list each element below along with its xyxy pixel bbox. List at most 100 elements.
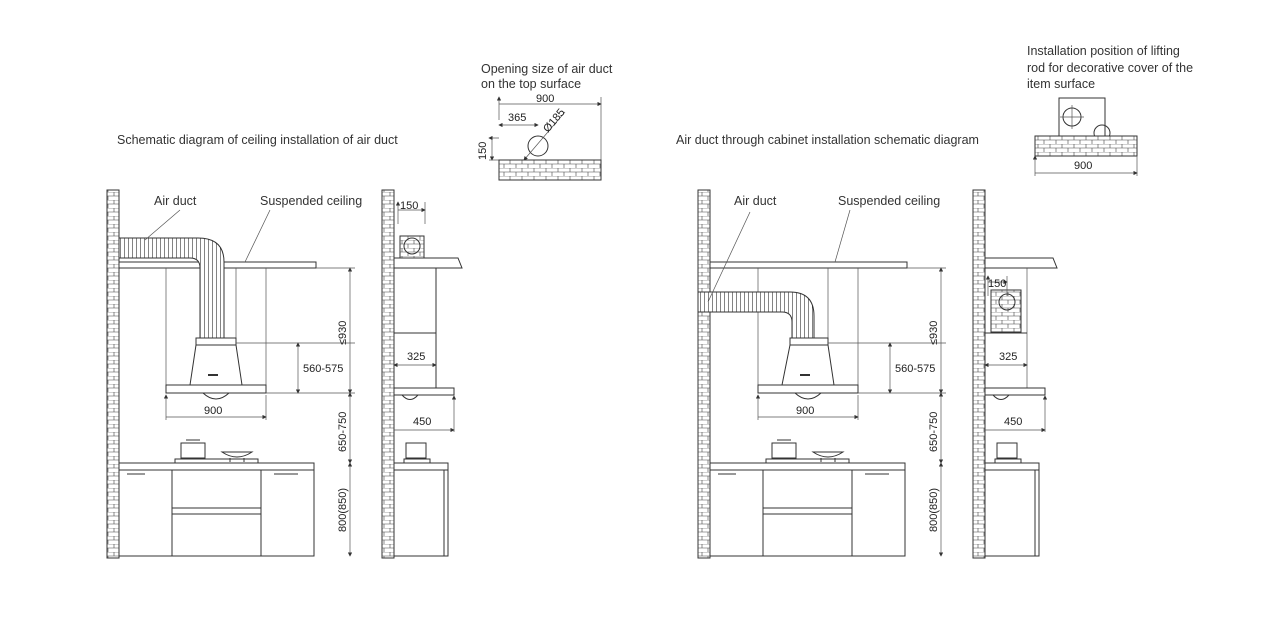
- left-dim-930: ≤930: [337, 321, 349, 345]
- top-opening-dim-150-line: [489, 138, 499, 160]
- top-opening-dim-185: Ø185: [541, 107, 567, 135]
- left-side-ceiling: [394, 257, 463, 269]
- lifting-rod-crosshair: [1060, 105, 1084, 129]
- left-side-wall: [381, 189, 395, 559]
- right-side-pot: [994, 442, 1022, 464]
- left-hood-chimney: [189, 337, 243, 386]
- right-cabinet: [709, 462, 906, 557]
- right-side-view: 150 325 450: [972, 189, 1058, 559]
- right-cooktop: [765, 458, 850, 464]
- top-opening-dim-900: 900: [536, 93, 554, 105]
- left-ceiling-leader: [244, 209, 271, 263]
- left-dim-800: 800(850): [337, 488, 349, 532]
- right-dim-560: 560-575: [895, 363, 935, 375]
- top-opening-hole: [527, 135, 549, 157]
- left-side-cabinet-door: [394, 469, 448, 556]
- left-side-dim-450: 450: [413, 416, 431, 428]
- left-diagram: Schematic diagram of ceiling installatio…: [106, 133, 398, 559]
- right-side-dim-450-line: [985, 396, 1045, 432]
- right-side-dim-450: 450: [1004, 416, 1022, 428]
- top-opening-title-line1: Opening size of air duct: [481, 62, 613, 76]
- right-wall: [697, 189, 711, 559]
- right-side-duct: [990, 289, 1022, 333]
- right-hood-lamp: [794, 392, 822, 400]
- top-opening-dim-365: 365: [508, 112, 526, 124]
- left-side-pot: [403, 442, 431, 464]
- right-dim-800: 800(850): [928, 488, 940, 532]
- top-opening-dim-185-line: [523, 111, 566, 161]
- right-dim-930: ≤930: [928, 321, 940, 345]
- top-opening-diagram: Opening size of air duct on the top surf…: [477, 62, 613, 181]
- top-opening-title-line2: on the top surface: [481, 77, 581, 91]
- left-dim-900-line: [166, 395, 266, 420]
- right-dim-900-line: [758, 395, 858, 420]
- left-dim-650: 650-750: [337, 412, 349, 452]
- left-cabinet-doors: [119, 469, 314, 556]
- lifting-rod-diagram: Installation position of lifting rod for…: [1027, 44, 1193, 176]
- left-hood-lamp: [202, 392, 230, 400]
- right-air-duct-label: Air duct: [734, 194, 777, 208]
- left-cabinet: [118, 462, 315, 557]
- right-hood-chimney: [781, 337, 835, 386]
- left-dim-900: 900: [204, 405, 222, 417]
- left-cooktop: [174, 458, 259, 464]
- left-air-duct-label: Air duct: [154, 194, 197, 208]
- right-pot: [771, 439, 797, 459]
- left-caption: Schematic diagram of ceiling installatio…: [117, 133, 398, 147]
- right-diagram: Air duct through cabinet installation sc…: [676, 133, 979, 559]
- lifting-rod-dim-900-line: [1035, 156, 1137, 176]
- right-caption: Air duct through cabinet installation sc…: [676, 133, 979, 147]
- left-side-hood: [394, 268, 455, 396]
- right-ceiling-leader: [834, 209, 851, 263]
- right-side-wall: [972, 189, 986, 559]
- right-ceiling-label: Suspended ceiling: [838, 194, 940, 208]
- left-dim-560: 560-575: [303, 363, 343, 375]
- right-side-lamp: [992, 394, 1010, 400]
- left-side-dim-450-line: [394, 396, 454, 432]
- left-side-view: 150 325 450: [381, 189, 463, 559]
- top-opening-dim-150: 150: [477, 142, 489, 160]
- right-housing: [757, 268, 859, 385]
- right-side-ceiling: [985, 257, 1058, 269]
- right-air-duct: [697, 291, 815, 339]
- right-side-hood: [985, 332, 1046, 396]
- lifting-rod-slab: [1034, 135, 1138, 157]
- right-cabinet-doors: [710, 469, 905, 556]
- right-side-cabinet: [984, 462, 1040, 557]
- right-ceiling: [710, 261, 908, 269]
- right-side-dim-325: 325: [999, 351, 1017, 363]
- right-side-dim-150: 150: [988, 278, 1006, 290]
- left-side-dim-150-line: [398, 202, 425, 224]
- left-air-duct-leader: [144, 209, 181, 241]
- left-hood-body: [165, 384, 267, 394]
- left-ceiling-label: Suspended ceiling: [260, 194, 362, 208]
- right-air-duct-leader: [707, 211, 751, 303]
- right-hood-logo: [800, 374, 810, 376]
- left-side-lamp: [401, 394, 419, 400]
- left-wall: [106, 189, 120, 559]
- right-side-dim-150-line: [988, 276, 1007, 296]
- left-housing: [165, 268, 267, 385]
- left-wok: [220, 451, 254, 462]
- left-side-duct-circle: [403, 237, 421, 255]
- lifting-rod-title-line1: Installation position of lifting: [1027, 44, 1180, 58]
- lifting-rod-title-line2: rod for decorative cover of the: [1027, 61, 1193, 75]
- right-dim-650: 650-750: [928, 412, 940, 452]
- left-side-duct: [399, 235, 425, 259]
- left-hood-logo: [208, 374, 218, 376]
- lifting-rod-title-line3: item surface: [1027, 77, 1095, 91]
- left-pot: [180, 439, 206, 459]
- right-dim-900: 900: [796, 405, 814, 417]
- lifting-rod-dim-900: 900: [1074, 160, 1092, 172]
- left-air-duct: [118, 237, 225, 339]
- top-opening-ceiling-slab: [498, 159, 602, 181]
- right-wok: [811, 451, 845, 462]
- right-hood-body: [757, 384, 859, 394]
- top-opening-dim-900-line: [499, 97, 601, 160]
- right-side-cabinet-door: [985, 469, 1039, 556]
- left-side-dim-150: 150: [400, 200, 418, 212]
- left-side-dim-325: 325: [407, 351, 425, 363]
- left-side-cabinet: [393, 462, 449, 557]
